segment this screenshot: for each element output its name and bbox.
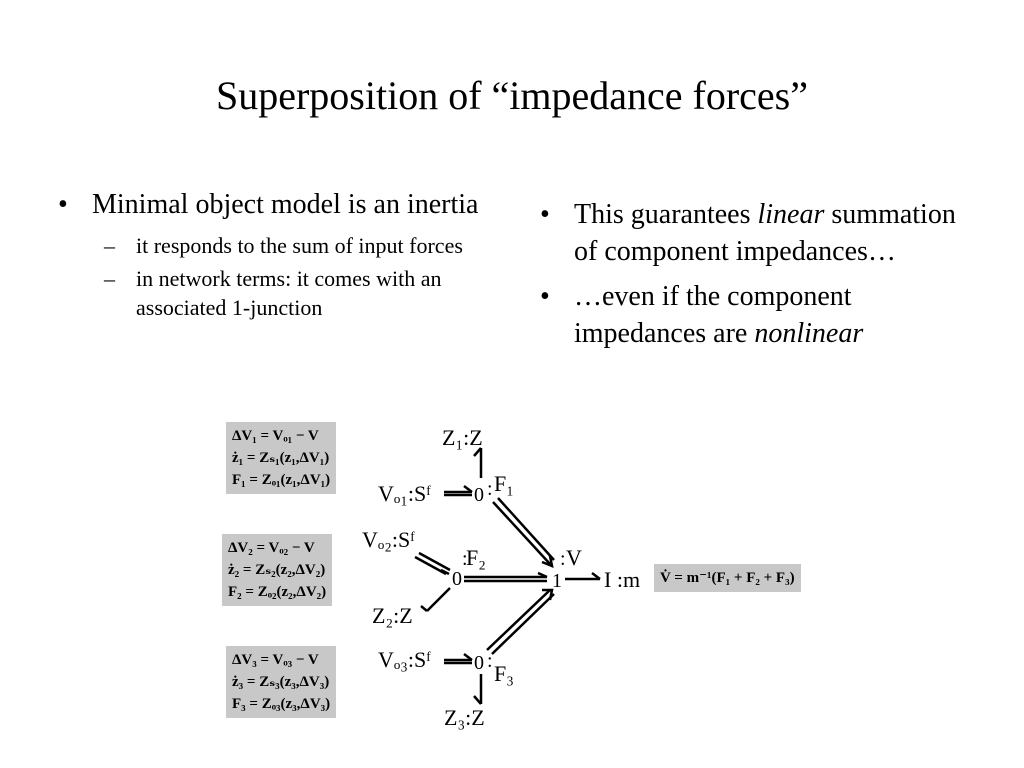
right-column: • This guarantees linear summation of co… <box>540 196 980 360</box>
equation-line: V̇ = m⁻¹(F₁ + F₂ + F₃) <box>660 570 795 586</box>
bond-line <box>497 497 555 561</box>
bullet-item: • …even if the component impedances are … <box>540 278 980 352</box>
bond-half-arrow <box>542 588 554 601</box>
equation-line: ż₁ = Zₛ₁(z₁,ΔV₁) <box>232 450 330 466</box>
bond-half-arrow <box>473 695 482 705</box>
equation-box-1: ΔV₁ = Vₒ₁ − V ż₁ = Zₛ₁(z₁,ΔV₁) F₁ = Zₒ₁(… <box>226 422 337 494</box>
colon-glyph: : <box>560 548 566 570</box>
inertia-label: I :m <box>604 567 641 592</box>
z1-label: Z₁:Z <box>442 425 483 450</box>
bond-line <box>426 587 451 612</box>
colon-glyph: : <box>487 478 493 500</box>
dash-mark: – <box>104 266 115 291</box>
equation-line: ΔV₁ = Vₒ₁ − V <box>232 428 319 444</box>
equation-box-2: ΔV₂ = Vₒ₂ − V ż₂ = Zₛ₂(z₂,ΔV₂) F₂ = Zₒ₂(… <box>222 534 333 606</box>
zero-junction-1: 0 <box>474 484 484 506</box>
bullet-mark: • <box>58 189 68 220</box>
left-column: • Minimal object model is an inertia – i… <box>58 186 508 322</box>
sub-bullet-item: – it responds to the sum of input forces <box>104 231 508 260</box>
z3-label: Z₃:Z <box>444 705 485 730</box>
emphasis-linear: linear <box>757 199 825 230</box>
f3-label: F₃ <box>494 661 514 686</box>
equation-box-3: ΔV₃ = Vₒ₃ − V ż₃ = Zₛ₃(z₃,ΔV₃) F₃ = Zₒ₃(… <box>226 646 337 718</box>
sub-bullet-text: it responds to the sum of input forces <box>136 233 463 258</box>
bond-half-arrow <box>541 555 554 569</box>
bond-half-arrow <box>537 571 548 579</box>
sub-bullet-text: in network terms: it comes with an assoc… <box>136 266 442 320</box>
bond-line <box>491 593 555 655</box>
equation-line: ż₂ = Zₛ₂(z₂,ΔV₂) <box>228 562 326 578</box>
bullet-text: Minimal object model is an inertia <box>92 189 479 220</box>
equation-line: ΔV₃ = Vₒ₃ − V <box>232 652 319 668</box>
v-label: V <box>566 545 582 570</box>
equation-line: F₂ = Zₒ₂(z₂,ΔV₂) <box>228 584 327 600</box>
bond-half-arrow <box>463 485 473 493</box>
z2-label: Z₂:Z <box>372 603 413 628</box>
source-2-label: Vₒ₂:Sᶠ <box>362 527 415 552</box>
bullet-item: • This guarantees linear summation of co… <box>540 196 980 270</box>
bullet-text: This guarantees linear summation of comp… <box>574 196 980 270</box>
equation-line: ż₃ = Zₛ₃(z₃,ΔV₃) <box>232 674 330 690</box>
text-run: This guarantees <box>574 199 758 230</box>
colon-glyph: : <box>487 650 493 672</box>
emphasis-nonlinear: nonlinear <box>754 318 864 349</box>
sub-bullet-item: – in network terms: it comes with an ass… <box>104 264 508 322</box>
bond-half-arrow <box>473 447 482 457</box>
text-run: summation of component impedances… <box>574 199 956 267</box>
zero-junction-2: 0 <box>452 568 462 590</box>
colon-glyph: : <box>462 548 468 570</box>
bond-line <box>492 501 551 565</box>
zero-junction-3: 0 <box>474 652 484 674</box>
bond-line <box>418 551 451 572</box>
bond-graph-diagram: ΔV₁ = Vₒ₁ − V ż₁ = Zₛ₁(z₁,ΔV₁) F₁ = Zₒ₁(… <box>222 418 822 738</box>
source-1-label: Vₒ₁:Sᶠ <box>378 481 431 506</box>
bond-half-arrow <box>591 572 601 580</box>
equation-line: F₃ = Zₒ₃(z₃,ΔV₃) <box>232 696 331 712</box>
f2-label: F₂ <box>466 545 486 570</box>
source-3-label: Vₒ₃:Sᶠ <box>378 647 431 672</box>
text-run: …even if the component impedances are <box>574 281 852 349</box>
f1-label: F₁ <box>494 471 514 496</box>
bond-line <box>486 589 551 651</box>
bond-half-arrow <box>440 568 450 576</box>
bond-half-arrow <box>463 653 473 661</box>
equation-line: ΔV₂ = Vₒ₂ − V <box>228 540 315 556</box>
bullet-text: …even if the component impedances are no… <box>574 278 980 352</box>
equation-line: F₁ = Zₒ₁(z₁,ΔV₁) <box>232 472 331 488</box>
dash-mark: – <box>104 233 115 258</box>
bullet-mark: • <box>540 199 550 230</box>
bond-half-arrow <box>420 605 428 612</box>
one-junction: 1 <box>552 570 562 592</box>
bond-graph-lines <box>414 447 601 705</box>
slide-title: Superposition of “impedance forces” <box>215 73 808 118</box>
bullet-mark: • <box>540 281 550 312</box>
bullet-item: • Minimal object model is an inertia <box>58 186 508 223</box>
equation-box-sum: V̇ = m⁻¹(F₁ + F₂ + F₃) <box>654 564 801 592</box>
